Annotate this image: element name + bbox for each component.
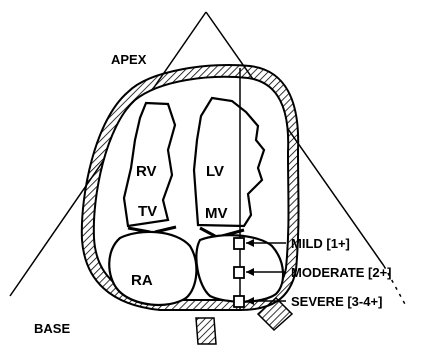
grade-label-mild: MILD [1+]: [291, 236, 350, 251]
grade-label-severe: SEVERE [3-4+]: [291, 294, 382, 309]
tv-label: TV: [138, 203, 157, 220]
sample-volume-boxes: [234, 238, 244, 307]
mv-label: MV: [205, 205, 228, 222]
grade-label-moderate: MODERATE [2+]: [291, 265, 392, 280]
rv-label: RV: [136, 163, 157, 180]
lv-label: LV: [206, 163, 224, 180]
apex-label: APEX: [111, 52, 147, 67]
right-atrium: [109, 232, 196, 305]
base-label: BASE: [34, 321, 70, 336]
ra-label: RA: [131, 272, 153, 289]
